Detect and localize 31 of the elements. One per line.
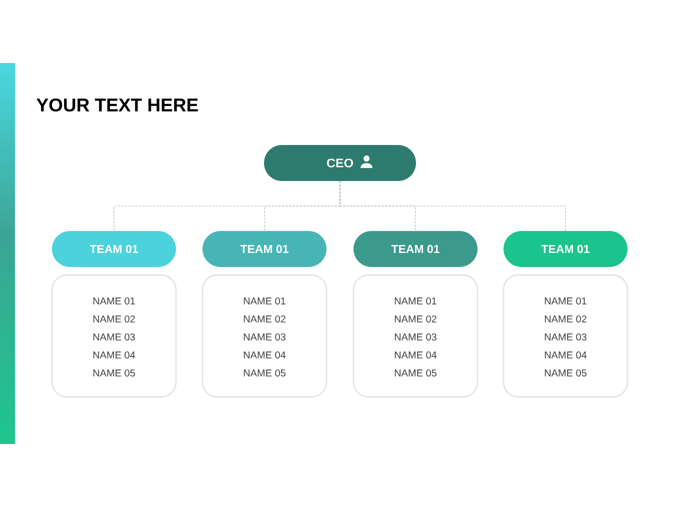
name-text: NAME 05 [244, 369, 286, 377]
name-text: NAME 05 [394, 369, 436, 377]
name-list-box [352, 274, 478, 398]
name-text: NAME 04 [394, 351, 437, 359]
name-text: NAME 03 [93, 333, 135, 341]
heading: YOUR TEXT HERE [36, 98, 198, 112]
name-text: NAME 05 [93, 369, 135, 377]
name-list-box [502, 274, 628, 398]
team-pill: TEAM 01 [354, 231, 478, 267]
name-text: NAME 03 [244, 333, 286, 341]
name-text: NAME 01 [544, 297, 586, 305]
name-text: NAME 02 [544, 315, 586, 323]
name-text: NAME 01 [394, 297, 436, 305]
name-text: NAME 04 [244, 351, 286, 359]
name-text: NAME 02 [394, 315, 436, 323]
name-text: NAME 03 [394, 333, 436, 341]
name-text: NAME 05 [544, 369, 586, 377]
name-text: NAME 01 [244, 297, 286, 305]
name-text: NAME 04 [93, 351, 136, 359]
team-pill: TEAM 01 [504, 231, 628, 267]
name-text: NAME 04 [544, 351, 587, 359]
name-list-box [202, 274, 328, 398]
name-list-box [51, 274, 177, 398]
team-pill: TEAM 01 [52, 231, 176, 267]
team-pill: TEAM 01 [202, 231, 326, 267]
name-text: NAME 03 [544, 333, 586, 341]
role-pill: CEO [264, 145, 416, 181]
name-text: NAME 02 [244, 315, 286, 323]
name-text: NAME 02 [93, 315, 135, 323]
name-text: NAME 01 [93, 297, 135, 305]
connector-line [340, 180, 566, 232]
